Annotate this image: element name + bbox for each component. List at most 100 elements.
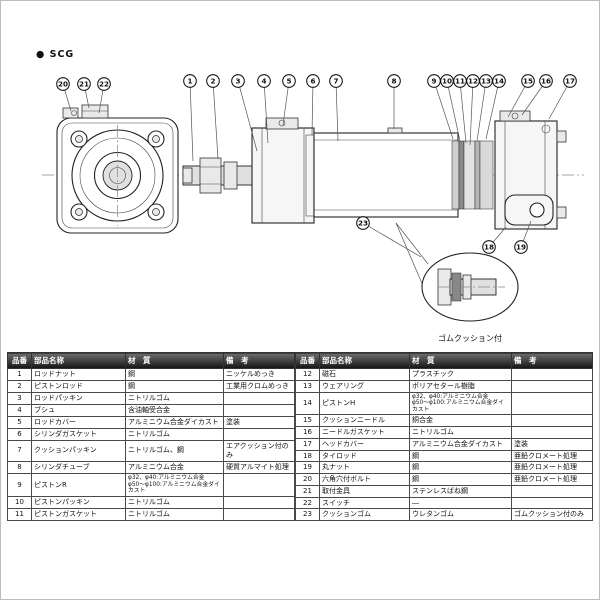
table-cell: アルミニウム合金ダイカスト [409,437,512,451]
table-cell: 亜鉛クロメート処理 [511,449,593,463]
svg-text:4: 4 [261,77,266,86]
table-cell: ピストンロッド [31,379,126,393]
head-port-boss [499,110,531,122]
table-cell: ブシュ [31,403,126,417]
table-cell: 4 [7,403,32,417]
table-cell: 3 [7,391,32,405]
table-cell: 20 [295,473,320,486]
svg-text:17: 17 [565,77,575,86]
callout-23: 23 [356,216,370,230]
table-cell: 亜鉛クロメート処理 [511,473,593,486]
table-cell: 22 [295,496,320,510]
table-cell: 6 [7,427,32,441]
table-cell [511,496,593,510]
switch-body [81,104,109,119]
table-cell: エアクッション付のみ [223,439,295,462]
table-cell: ウェアリング [319,379,410,393]
table-cell: 取付金具 [319,484,410,498]
table-cell: 19 [295,461,320,475]
mounting-bracket [62,107,79,119]
table-cell: 硬質アルマイト処理 [223,460,295,474]
callout-leader-15 [507,80,529,118]
col-header-no: 品番 [295,352,320,369]
table-header-row: 品番 部品名称 材 質 備 考 [295,352,593,369]
table-cell [223,472,295,498]
svg-text:5: 5 [286,77,291,86]
table-cell: ― [409,496,512,510]
svg-text:8: 8 [391,77,396,86]
table-cell: 鋼 [409,473,512,486]
callout-15: 15 [521,74,535,88]
svg-text:22: 22 [99,80,109,89]
callout-6: 6 [306,74,320,88]
callout-leader-7 [335,80,339,142]
table-cell: 鋼 [125,379,224,393]
table-cell [511,368,593,381]
cushion-needle [541,124,551,134]
svg-text:16: 16 [541,77,551,86]
svg-text:20: 20 [58,80,68,89]
svg-text:3: 3 [235,77,240,86]
table-cell: 鋼 [409,461,512,475]
table-cell: 18 [295,449,320,463]
table-cell: ニトリルゴム [125,427,224,441]
rod-cover [251,127,315,224]
callout-14: 14 [492,74,506,88]
table-cell [223,403,295,417]
hex-bolt [71,110,77,116]
table-cell: 六角穴付ボルト [319,473,410,486]
side-section-view [182,110,567,230]
col-header-material: 材 質 [125,352,224,369]
series-label: ● SCG [36,49,75,60]
svg-text:21: 21 [79,80,89,89]
callout-leader-1 [189,80,194,162]
table-cell: 7 [7,439,32,462]
callout-leader-23 [362,222,422,258]
table-cell: ポリアセタール樹脂 [409,379,512,393]
round-nut-boss [504,194,554,226]
table-cell: 1 [7,368,32,381]
table-cell [223,391,295,405]
table-cell: ピストンR [31,472,126,498]
detail-caption: ゴムクッション付 [438,333,502,343]
rod-port-boss [265,117,299,130]
table-cell [223,427,295,441]
cushion-detail-view: ゴムクッション付 [395,222,519,343]
table-cell: 鋼 [409,449,512,463]
callout-3: 3 [231,74,245,88]
table-cell: ゴムクッション付のみ [511,508,593,522]
table-cell: 12 [295,368,320,381]
table-cell: アルミニウム合金ダイカスト [125,415,224,429]
table-cell: 9 [7,472,32,498]
table-cell: 23 [295,508,320,522]
callout-1: 1 [183,74,197,88]
table-cell: 2 [7,379,32,393]
table-cell: クッションニードル [319,414,410,428]
table-cell: 塗装 [223,415,295,429]
table-cell: 含油軸受合金 [125,403,224,417]
table-cell: クッションゴム [319,508,410,522]
svg-text:7: 7 [333,77,338,86]
callout-leader-13 [476,80,487,142]
svg-text:11: 11 [455,77,465,86]
front-flange-view [56,104,179,234]
table-cell: タイロッド [319,449,410,463]
col-header-remarks: 備 考 [511,352,593,369]
